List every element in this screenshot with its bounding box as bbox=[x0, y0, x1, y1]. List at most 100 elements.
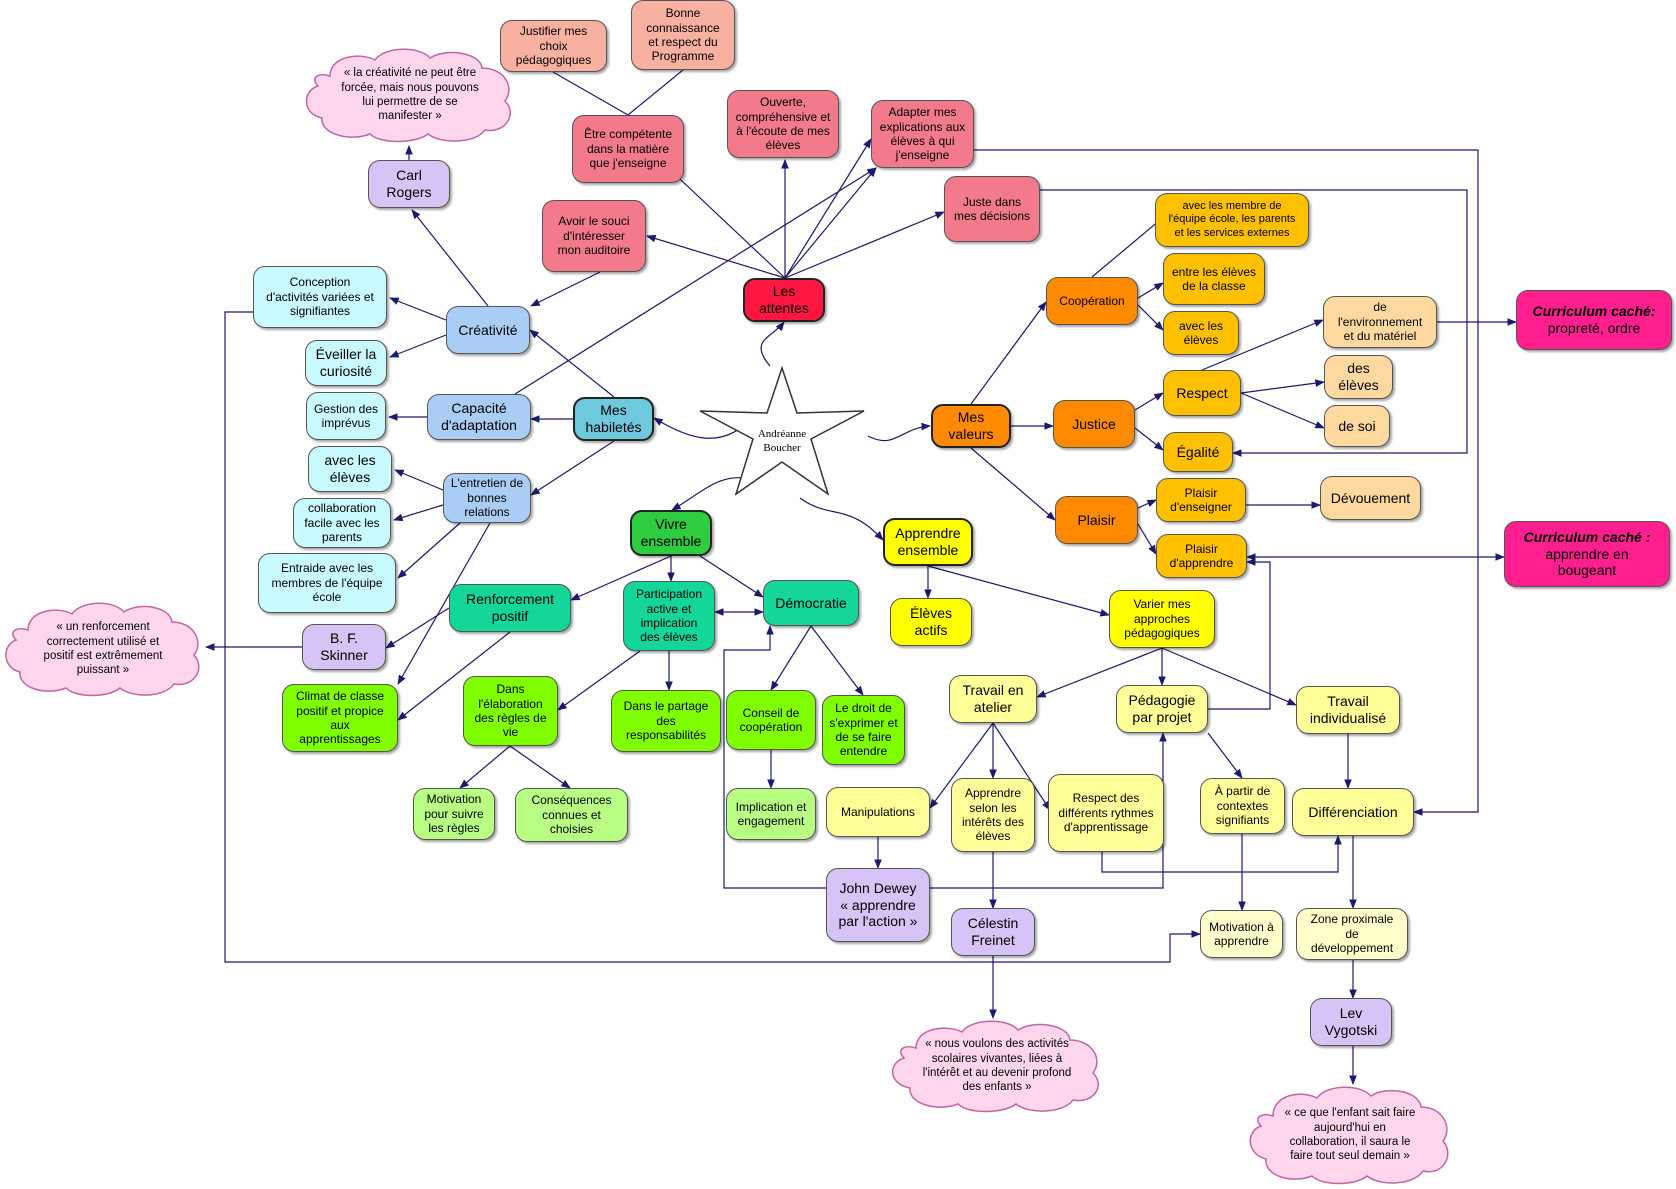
quote-cloud-skinner: « un renforcement correctement utilisé e… bbox=[0, 600, 206, 698]
connector-path bbox=[867, 422, 931, 442]
connector-line bbox=[970, 301, 1047, 405]
connector-line bbox=[509, 745, 571, 789]
node-motivation-regles: Motivation pour suivre les règles bbox=[413, 788, 495, 840]
node-eveiller-curiosite: Éveiller la curiosité bbox=[305, 340, 387, 386]
connector-line bbox=[627, 69, 684, 116]
connector-line bbox=[393, 504, 444, 522]
connector-line bbox=[1137, 499, 1157, 509]
node-partage-responsabilites: Dans le partage des responsabilités bbox=[611, 690, 721, 752]
node-plaisir-apprendre: Plaisir d'apprendre bbox=[1156, 534, 1247, 578]
connector-line bbox=[1240, 392, 1325, 429]
connector-line bbox=[389, 334, 447, 358]
node-democratie: Démocratie bbox=[763, 580, 859, 626]
connector-line bbox=[1137, 282, 1164, 299]
node-renforcement-positif: Renforcement positif bbox=[449, 584, 571, 632]
node-pedagogie-projet: Pédagogie par projet bbox=[1116, 685, 1208, 733]
node-varier-approches: Varier mes approches pédagogiques bbox=[1109, 590, 1215, 648]
node-adapter-explications: Adapter mes explications aux élèves à qu… bbox=[871, 100, 974, 168]
node-john-dewey: John Dewey « apprendre par l'action » bbox=[826, 868, 930, 942]
connector-line bbox=[459, 745, 511, 789]
connector-line bbox=[784, 138, 872, 279]
node-implication-engagement: Implication et engagement bbox=[726, 788, 816, 840]
connector-line bbox=[529, 329, 615, 398]
node-entretien-relations: L'entretien de bonnes relations bbox=[443, 473, 531, 523]
node-coop-eleves-classe: entre les élèves de la classe bbox=[1163, 253, 1265, 305]
connector-path bbox=[224, 311, 1201, 963]
connector-line bbox=[1161, 647, 1297, 706]
node-vivre-ensemble: Vivre ensemble bbox=[630, 510, 712, 556]
connector-line bbox=[992, 722, 1051, 811]
connector-line bbox=[970, 447, 1056, 521]
node-interets-eleves: Apprendre selon les intérêts des élèves bbox=[951, 778, 1035, 852]
connector-line bbox=[514, 167, 877, 395]
connector-path bbox=[760, 321, 785, 367]
curriculum-2-text: apprendre en bougeant bbox=[1545, 545, 1629, 579]
node-zone-proximale: Zone proximale de développement bbox=[1296, 908, 1408, 960]
node-cooperation: Coopération bbox=[1046, 277, 1138, 325]
node-respect-soi: de soi bbox=[1324, 405, 1390, 447]
node-respect-environnement: de l'environnement et du matériel bbox=[1323, 296, 1437, 348]
node-celestin-freinet: Célestin Freinet bbox=[951, 908, 1035, 956]
connector-line bbox=[1201, 319, 1324, 371]
quote-cloud-rogers: « la créativité ne peut être forcée, mai… bbox=[300, 46, 520, 144]
node-consequences: Conséquences connues et choisies bbox=[515, 788, 628, 842]
connector-line bbox=[1134, 392, 1164, 411]
connector-line bbox=[530, 271, 601, 307]
quote-freinet: « nous voulons des activités scolaires v… bbox=[922, 1038, 1072, 1094]
node-climat-classe: Climat de classe positif et propice aux … bbox=[282, 684, 398, 752]
curriculum-cache-bouger: Curriculum caché : apprendre en bougeant bbox=[1504, 521, 1670, 587]
node-contextes-signifiants: À partir de contextes signifiants bbox=[1200, 778, 1285, 834]
connector-line bbox=[929, 722, 994, 809]
connector-path bbox=[799, 497, 884, 541]
node-travail-individualise: Travail individualisé bbox=[1296, 686, 1400, 734]
quote-cloud-vygotski: « ce que l'enfant sait faire aujourd'hui… bbox=[1244, 1084, 1456, 1186]
connector-line bbox=[1091, 219, 1161, 278]
node-travail-atelier: Travail en atelier bbox=[949, 675, 1037, 723]
node-mes-valeurs: Mes valeurs bbox=[931, 404, 1011, 448]
connector-line bbox=[394, 469, 444, 491]
connector-line bbox=[927, 565, 1110, 617]
connector-line bbox=[530, 440, 615, 496]
connector-line bbox=[397, 522, 491, 685]
node-respect-eleves: des élèves bbox=[1324, 355, 1393, 399]
node-motivation-apprendre: Motivation à apprendre bbox=[1200, 910, 1283, 958]
connector-line bbox=[1240, 379, 1325, 394]
node-coop-equipe: avec les membre de l'équipe école, les p… bbox=[1155, 193, 1309, 247]
node-rel-avec-eleves: avec les élèves bbox=[308, 446, 392, 492]
node-coop-avec-eleves: avec les élèves bbox=[1163, 311, 1239, 355]
connector-line bbox=[810, 625, 864, 696]
quote-skinner: « un renforcement correctement utilisé e… bbox=[43, 621, 163, 677]
node-devouement: Dévouement bbox=[1320, 476, 1421, 520]
quote-rogers: « la créativité ne peut être forcée, mai… bbox=[341, 67, 479, 123]
connector-line bbox=[784, 167, 877, 279]
connector-line bbox=[1137, 304, 1164, 331]
node-respect: Respect bbox=[1163, 370, 1241, 416]
curriculum-cache-proprete: Curriculum caché: propreté, ordre bbox=[1516, 290, 1672, 350]
connector-line bbox=[557, 650, 641, 711]
node-droit-exprimer: Le droit de s'exprimer et de se faire en… bbox=[822, 695, 905, 765]
node-manipulations: Manipulations bbox=[826, 787, 930, 837]
connector-line bbox=[552, 71, 629, 116]
node-apprendre-ensemble: Apprendre ensemble bbox=[883, 518, 973, 566]
node-juste-decisions: Juste dans mes décisions bbox=[944, 176, 1040, 242]
node-ouverte: Ouverte, compréhensive et à l'écoute de … bbox=[727, 90, 839, 158]
connector-line bbox=[784, 211, 945, 279]
node-bonne-connaissance: Bonne connaissance et respect du Program… bbox=[631, 0, 735, 70]
center-star: Andréanne Boucher bbox=[698, 365, 866, 500]
curriculum-2-title: Curriculum caché : bbox=[1523, 528, 1651, 545]
node-plaisir-enseigner: Plaisir d'enseigner bbox=[1156, 478, 1246, 522]
connector-line bbox=[1207, 732, 1243, 779]
node-capacite-adaptation: Capacité d'adaptation bbox=[427, 394, 531, 440]
center-name-2: Boucher bbox=[763, 442, 801, 454]
node-respect-rythmes: Respect des différents rythmes d'apprent… bbox=[1048, 774, 1164, 852]
connector-line bbox=[411, 209, 489, 307]
connector-line bbox=[389, 297, 447, 321]
connector-path bbox=[1208, 558, 1271, 710]
curriculum-1-text: propreté, ordre bbox=[1547, 320, 1641, 336]
node-plaisir: Plaisir bbox=[1055, 496, 1138, 544]
curriculum-1-title: Curriculum caché: bbox=[1532, 303, 1656, 320]
connector-line bbox=[1036, 647, 1163, 698]
node-mes-habiletes: Mes habiletés bbox=[573, 397, 654, 441]
node-collaboration-parents: collaboration facile avec les parents bbox=[293, 498, 391, 548]
